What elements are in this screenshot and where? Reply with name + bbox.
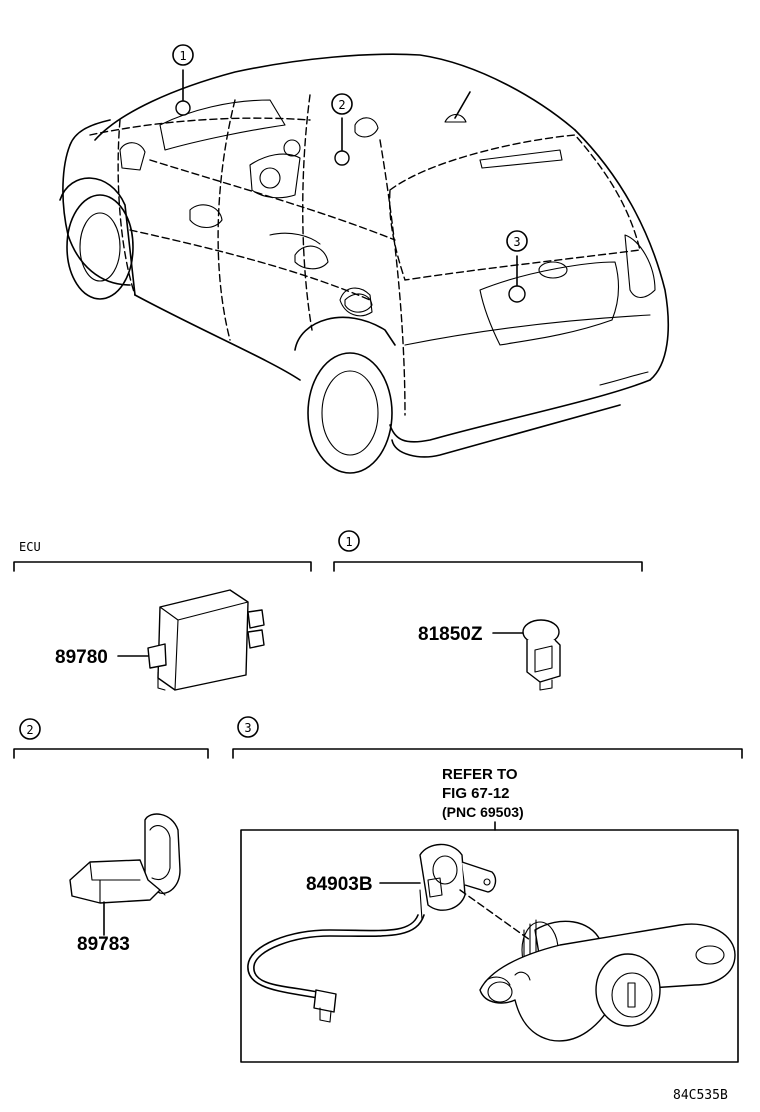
refer-to-line3: (PNC 69503) (442, 804, 524, 820)
section-3-bracket (232, 748, 743, 759)
ecu-bracket (13, 561, 312, 572)
lock-cylinder-drawing (479, 919, 736, 1042)
section-1: 1 81850Z (333, 530, 643, 691)
car-location-3-marker (508, 285, 526, 303)
section-2-callout: 2 (26, 723, 33, 737)
ecu-header: ECU (19, 540, 41, 554)
figure-code: 84C535B (673, 1088, 728, 1103)
ecu-part-number: 89780 (55, 647, 108, 668)
section-2: 2 89783 (13, 718, 209, 955)
refer-to-line2: FIG 67-12 (442, 785, 510, 802)
ecu-part-drawing (147, 589, 265, 691)
switch-part-drawing (522, 619, 561, 691)
section-1-part-number: 81850Z (418, 624, 483, 645)
refer-to-line1: REFER TO (442, 766, 518, 783)
section-1-callout: 1 (345, 535, 352, 549)
section-3-part-number: 84903B (306, 874, 373, 895)
sensor-part-drawing (69, 813, 181, 904)
section-3-frame (240, 829, 739, 1063)
car-callout-2: 2 (338, 98, 345, 112)
section-3-callout: 3 (244, 721, 251, 735)
car-illustration: 1 2 3 (59, 44, 670, 474)
section-2-bracket (13, 748, 209, 759)
ecu-section: ECU 89780 (13, 540, 312, 691)
car-location-2-marker (334, 150, 350, 166)
section-3: 3 REFER TO FIG 67-12 (PNC 69503) 84903B (232, 716, 743, 1063)
car-location-1-marker (175, 100, 191, 116)
section-1-bracket (333, 561, 643, 572)
car-callout-3: 3 (513, 235, 520, 249)
car-callout-1: 1 (179, 49, 186, 63)
section-2-part-number: 89783 (77, 934, 130, 955)
tailgate-switch-drawing (247, 843, 497, 1023)
